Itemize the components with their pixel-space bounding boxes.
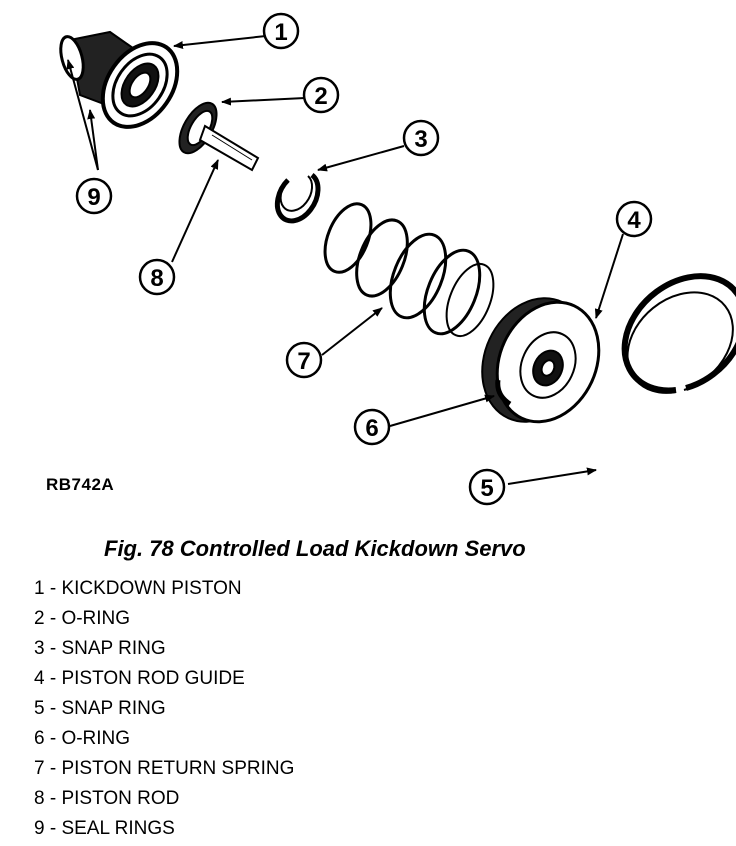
exploded-servo-diagram: 1 2 3 4 5 6 7 8 9	[59, 12, 736, 506]
callout-8: 8	[138, 258, 176, 296]
kickdown-piston-part	[59, 30, 180, 129]
legend-item: 2 - O-RING	[34, 608, 131, 629]
legend-item: 7 - PISTON RETURN SPRING	[34, 758, 295, 779]
callout-2: 2	[302, 76, 340, 114]
figure-caption: Fig. 78 Controlled Load Kickdown Servo	[104, 536, 526, 561]
parts-legend: 1 - KICKDOWN PISTON 2 - O-RING 3 - SNAP …	[34, 576, 294, 846]
legend-item: 5 - SNAP RING	[34, 698, 166, 719]
legend-item: 3 - SNAP RING	[34, 638, 166, 659]
legend-item: 1 - KICKDOWN PISTON	[34, 578, 242, 599]
o-ring-and-piston-rod-part	[178, 101, 260, 172]
callout-4: 4	[615, 200, 653, 238]
svg-text:5: 5	[480, 475, 493, 502]
callout-9: 9	[75, 177, 113, 215]
svg-text:1: 1	[274, 19, 287, 46]
legend-item: 8 - PISTON ROD	[34, 788, 180, 809]
legend-item: 4 - PISTON ROD GUIDE	[34, 668, 245, 689]
svg-text:8: 8	[150, 265, 163, 292]
snap-ring-large-part	[621, 273, 736, 394]
svg-text:4: 4	[627, 207, 641, 234]
svg-text:9: 9	[87, 184, 100, 211]
svg-text:3: 3	[414, 126, 427, 153]
callout-7: 7	[285, 341, 323, 379]
piston-rod-guide-part	[481, 297, 601, 424]
legend-item: 9 - SEAL RINGS	[34, 818, 175, 839]
piston-return-spring-part	[323, 202, 495, 338]
svg-text:2: 2	[314, 83, 327, 110]
leader-lines	[66, 35, 624, 485]
callout-1: 1	[262, 12, 300, 50]
callout-6: 6	[353, 408, 391, 446]
svg-text:6: 6	[365, 415, 378, 442]
drawing-code: RB742A	[46, 475, 115, 494]
svg-text:7: 7	[297, 348, 310, 375]
callout-5: 5	[468, 468, 506, 506]
snap-ring-small-part	[274, 173, 321, 224]
callout-3: 3	[402, 119, 440, 157]
legend-item: 6 - O-RING	[34, 728, 131, 749]
